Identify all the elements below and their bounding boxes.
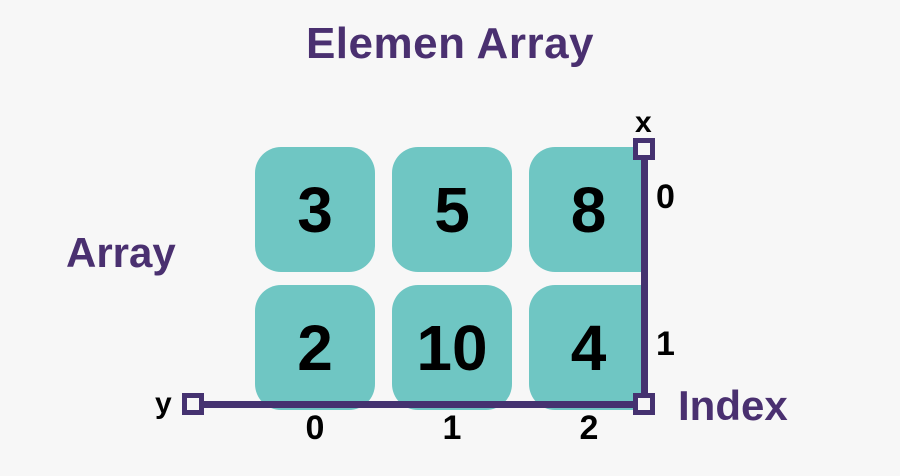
array-cell: 10 — [392, 285, 512, 410]
axis-handle-x[interactable] — [633, 138, 655, 160]
axis-handle-y[interactable] — [182, 393, 204, 415]
array-cell: 2 — [255, 285, 375, 410]
axis-y-letter: y — [155, 387, 172, 420]
array-cell: 8 — [529, 147, 648, 272]
row-index-tick: 0 — [656, 178, 675, 216]
column-index-tick: 2 — [579, 409, 599, 447]
axis-handle-origin[interactable] — [633, 393, 655, 415]
array-cell: 3 — [255, 147, 375, 272]
column-index-tick: 1 — [442, 409, 462, 447]
index-axis-label: Index — [678, 382, 788, 429]
axis-x-letter: x — [635, 106, 652, 139]
array-grid: 3 5 8 2 10 4 — [255, 147, 649, 410]
column-index-tick: 0 — [305, 409, 325, 447]
array-cell: 4 — [529, 285, 648, 410]
row-index-tick: 1 — [656, 325, 675, 363]
page-title: Elemen Array — [305, 19, 595, 68]
horizontal-axis-line — [190, 401, 648, 408]
vertical-axis-line — [641, 146, 648, 408]
array-axis-label: Array — [66, 229, 176, 276]
array-cell: 5 — [392, 147, 512, 272]
